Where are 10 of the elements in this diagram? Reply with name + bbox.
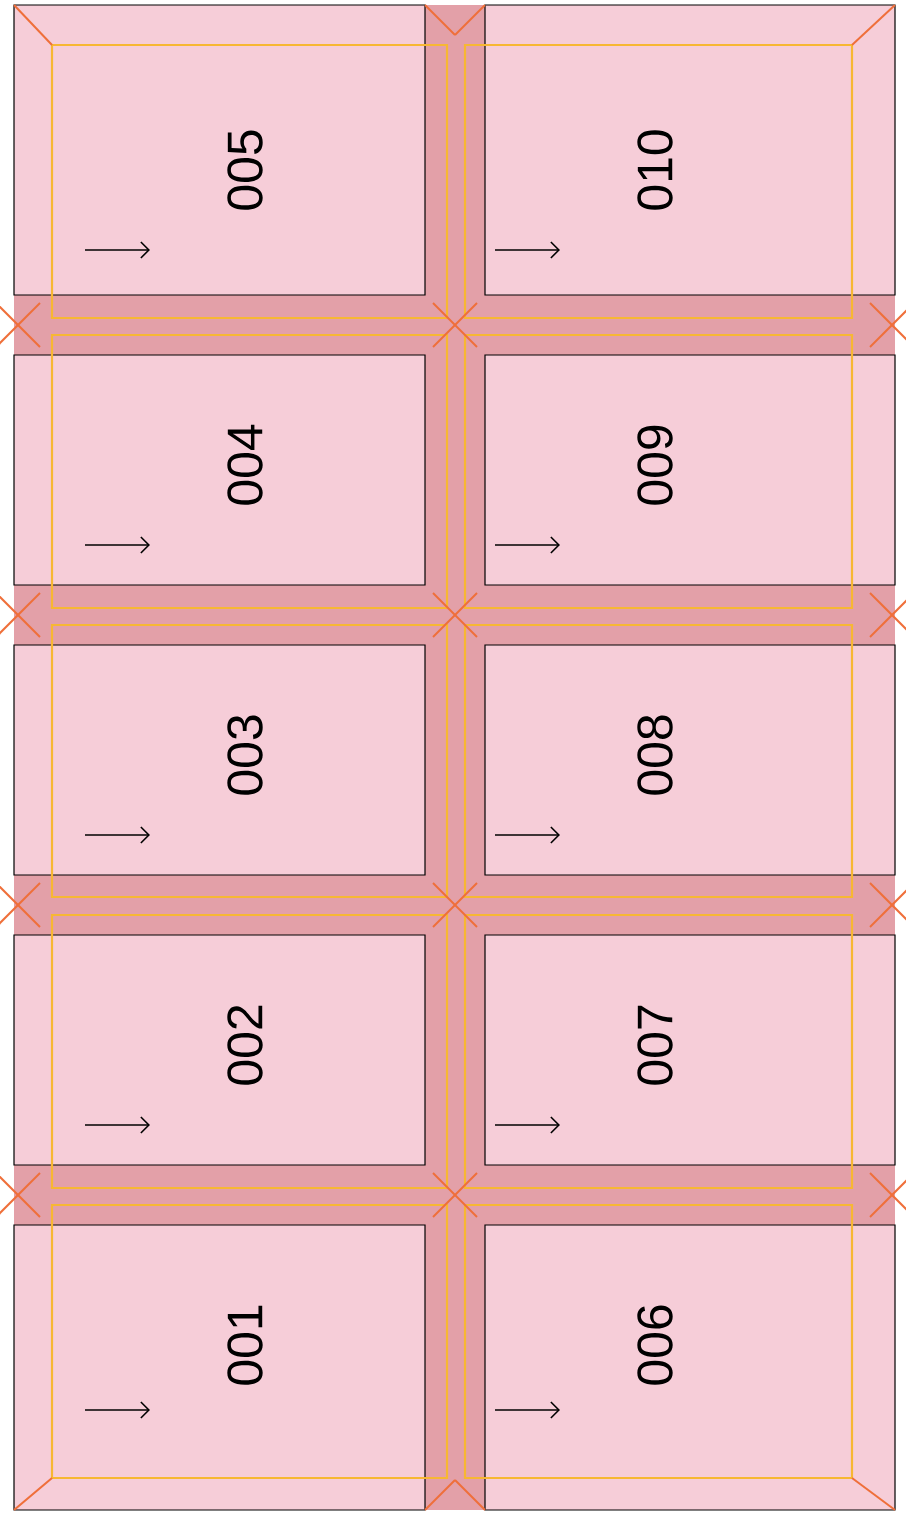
page-cell: 008 (484, 644, 896, 876)
page-cell: 005 (13, 4, 426, 296)
page-cell: 004 (13, 354, 426, 586)
page-cell: 002 (13, 934, 426, 1166)
page-cell: 010 (484, 4, 896, 296)
page-cell: 007 (484, 934, 896, 1166)
page-cell: 001 (13, 1224, 426, 1511)
page-cell: 009 (484, 354, 896, 586)
page-cell: 003 (13, 644, 426, 876)
page-cell: 006 (484, 1224, 896, 1511)
